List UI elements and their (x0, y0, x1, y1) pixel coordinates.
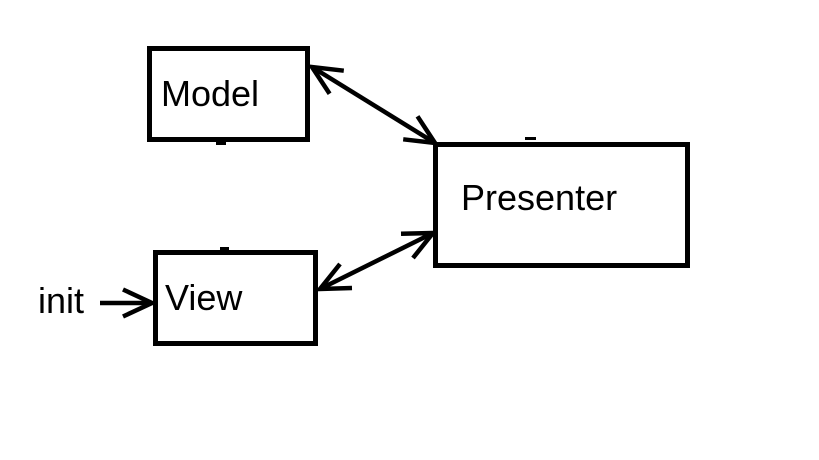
model-node-label: Model (161, 73, 260, 114)
arrowhead-at-presenter-top-icon (402, 115, 440, 146)
init-view-arrow (100, 287, 158, 319)
arrowhead-at-model-icon (307, 64, 345, 95)
view-node-label: View (165, 277, 243, 318)
arrowhead-at-view-icon (315, 262, 353, 292)
arrowhead-at-view-left-icon (122, 287, 158, 319)
presenter-node: Presenter (433, 142, 690, 268)
view-node: View (153, 250, 318, 346)
view-presenter-arrow (315, 230, 438, 292)
model-node: Model (147, 46, 310, 142)
view-presenter-arrow-shaft (319, 230, 434, 292)
init-label: init (38, 280, 85, 321)
model-presenter-arrow (307, 64, 440, 146)
model-presenter-arrow-shaft (310, 65, 437, 145)
arrowhead-at-presenter-left-icon (400, 230, 438, 260)
presenter-node-label: Presenter (461, 177, 618, 218)
